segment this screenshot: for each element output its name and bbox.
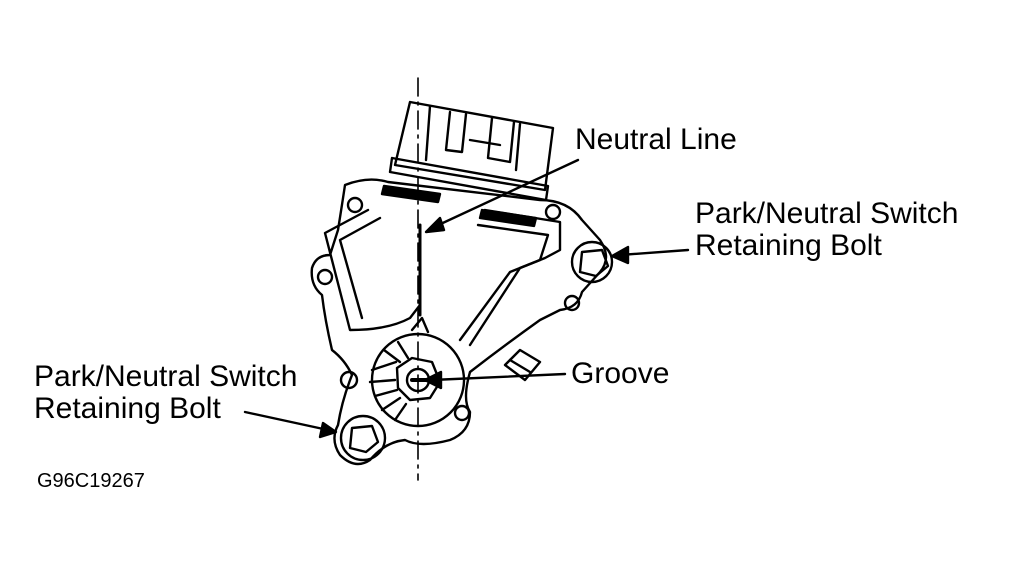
right-retaining-bolt: [570, 240, 614, 284]
left-bolt-line1: Park/Neutral Switch: [34, 360, 298, 393]
left-bolt-line2: Retaining Bolt: [34, 392, 221, 425]
leader-right-bolt: [610, 245, 690, 265]
left-retaining-bolt: [339, 414, 387, 462]
figure-id: G96C19267: [37, 470, 145, 492]
right-bolt-label: Park/Neutral Switch Retaining Bolt: [695, 198, 958, 262]
groove-text: Groove: [571, 357, 670, 390]
rotor-assembly: [368, 316, 466, 428]
neutral-line-label: Neutral Line: [575, 124, 737, 156]
right-bolt-line2: Retaining Bolt: [695, 229, 882, 262]
left-bolt-label: Park/Neutral Switch Retaining Bolt: [34, 361, 297, 425]
right-bolt-line1: Park/Neutral Switch: [695, 197, 959, 230]
leader-left-bolt: [243, 410, 338, 439]
neutral-line-text: Neutral Line: [575, 123, 737, 156]
groove-label: Groove: [571, 358, 669, 390]
switch-body: [310, 178, 608, 466]
leader-groove: [423, 370, 567, 390]
leader-neutral: [424, 158, 580, 234]
